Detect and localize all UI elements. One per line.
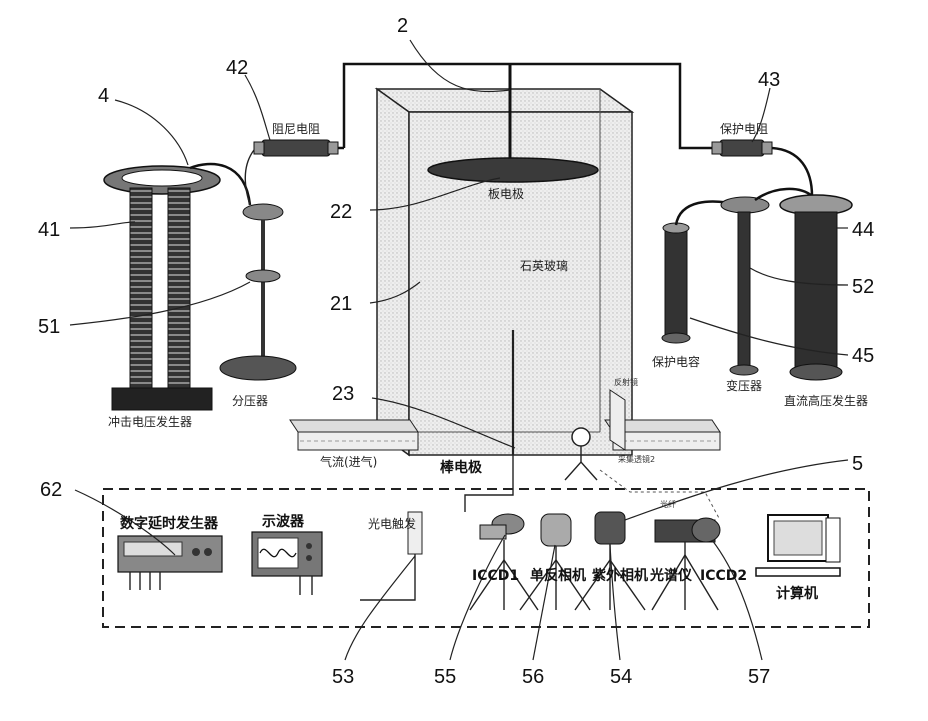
label-collect-lens: 采集透镜2 <box>618 454 655 464</box>
callout-5: 5 <box>852 453 863 475</box>
label-dc-generator: 直流高压发生器 <box>784 393 868 408</box>
label-photo-trigger: 光电触发 <box>368 516 416 531</box>
voltage-divider <box>220 204 296 380</box>
callout-62: 62 <box>40 479 62 501</box>
transformer <box>721 197 769 375</box>
callout-56: 56 <box>522 666 544 688</box>
callout-51: 51 <box>38 316 60 338</box>
label-damping-resistor: 阻尼电阻 <box>272 122 320 136</box>
label-transformer: 变压器 <box>726 378 762 393</box>
label-protect-resistor: 保护电阻 <box>720 122 768 136</box>
digital-delay-generator <box>118 536 222 590</box>
callout-21: 21 <box>330 293 352 315</box>
label-quartz-glass: 石英玻璃 <box>520 259 568 273</box>
callout-55: 55 <box>434 666 456 688</box>
uv-camera <box>575 512 645 610</box>
label-protect-capacitor: 保护电容 <box>652 354 700 369</box>
quartz-glass-chamber <box>377 89 632 455</box>
label-delay-generator: 数字延时发生器 <box>120 515 219 532</box>
callout-57: 57 <box>748 666 770 688</box>
callout-41: 41 <box>38 219 60 241</box>
callout-23: 23 <box>332 383 354 405</box>
label-mirror: 反射镜 <box>614 377 638 387</box>
computer <box>756 515 840 576</box>
callout-2: 2 <box>397 15 408 37</box>
callout-45: 45 <box>852 345 874 367</box>
damping-resistor <box>254 140 338 156</box>
label-spectrometer: 光谱仪 <box>649 567 693 584</box>
label-iccd2: ICCD2 <box>700 568 747 584</box>
label-fiber: 光纤 <box>660 499 676 509</box>
callout-22: 22 <box>330 201 352 223</box>
callout-54: 54 <box>610 666 632 688</box>
gas-pipe-left <box>290 420 418 450</box>
label-plate-electrode: 板电极 <box>488 187 524 201</box>
protect-resistor <box>712 140 772 156</box>
label-rod-electrode: 棒电极 <box>440 459 483 476</box>
label-gas-in: 气流(进气) <box>320 454 377 469</box>
iccd1-camera <box>470 514 538 610</box>
oscilloscope <box>252 532 322 595</box>
label-iccd1: ICCD1 <box>472 568 519 584</box>
callout-53: 53 <box>332 666 354 688</box>
callout-4: 4 <box>98 85 109 107</box>
dc-high-voltage-generator <box>780 195 852 380</box>
callout-44: 44 <box>852 219 874 241</box>
callout-43: 43 <box>758 69 780 91</box>
protect-capacitor <box>662 223 690 343</box>
label-uv-camera: 紫外相机 <box>592 567 648 584</box>
callout-52: 52 <box>852 276 874 298</box>
label-oscilloscope: 示波器 <box>262 513 305 530</box>
slr-camera <box>520 514 590 610</box>
label-computer: 计算机 <box>776 585 818 602</box>
spectrometer-iccd2 <box>652 518 720 610</box>
label-divider: 分压器 <box>232 394 268 408</box>
label-slr-camera: 单反相机 <box>530 567 586 584</box>
label-impulse-generator: 冲击电压发生器 <box>108 414 192 429</box>
impulse-voltage-generator <box>104 166 220 410</box>
callout-42: 42 <box>226 57 248 79</box>
